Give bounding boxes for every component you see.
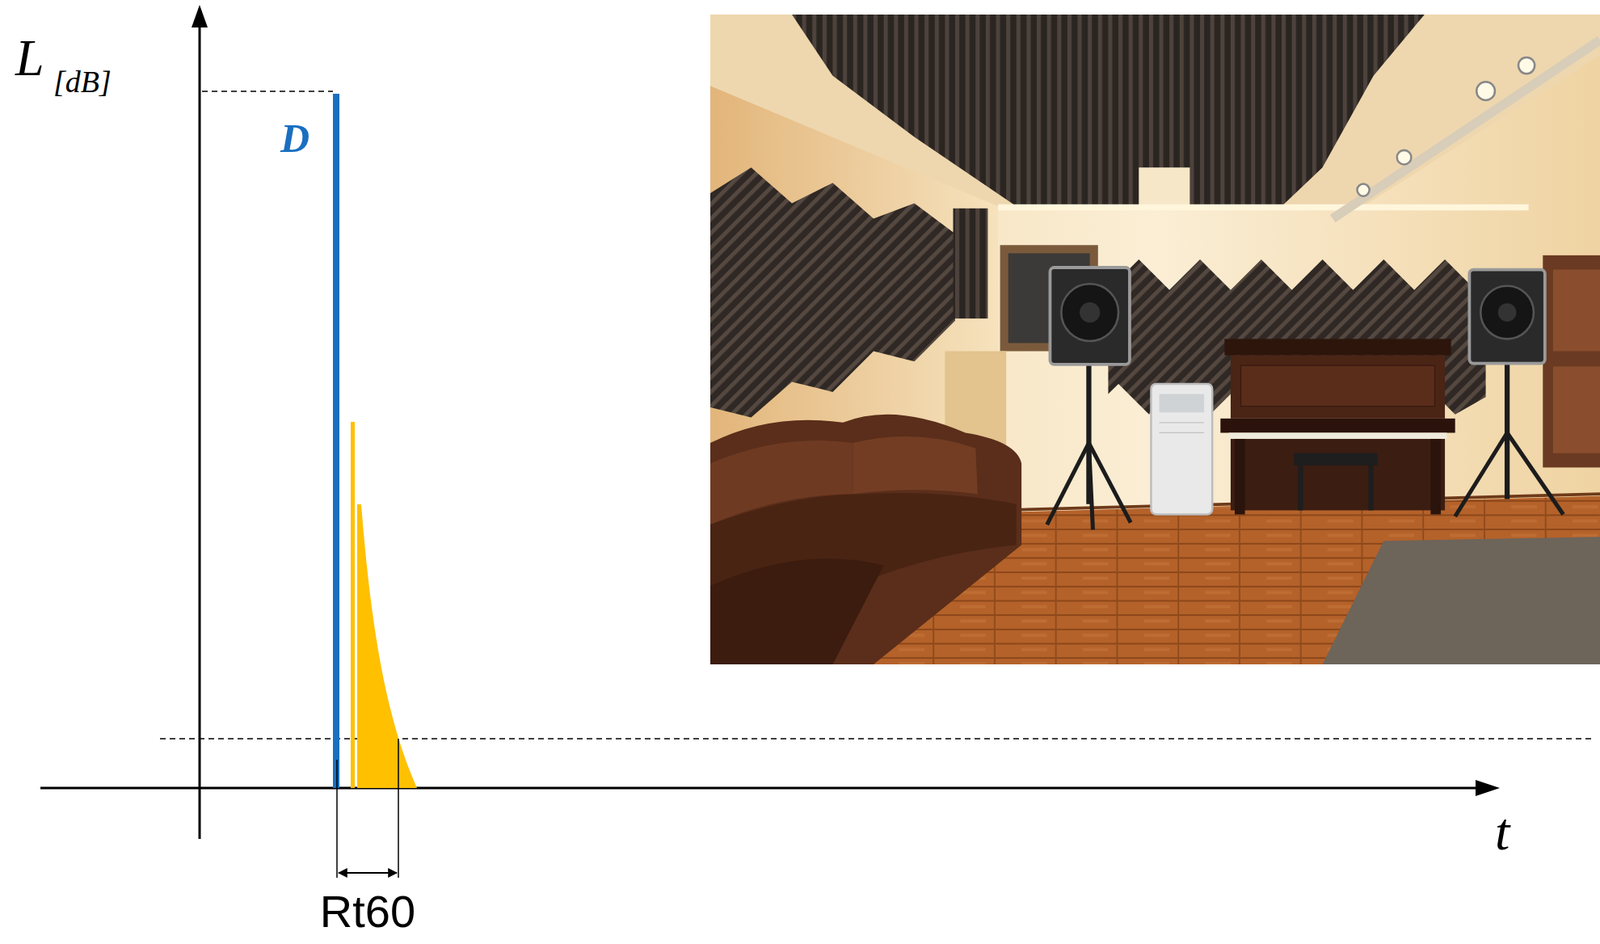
- illustration-part: [1553, 366, 1600, 453]
- studio-photo: [710, 14, 1600, 665]
- illustration-part: [1224, 338, 1451, 355]
- axis-title: L: [15, 32, 45, 85]
- illustration-part: [1518, 57, 1535, 74]
- illustration-part: [1297, 465, 1303, 511]
- rt60-dimension: [338, 871, 397, 874]
- illustration-part: [953, 208, 989, 319]
- illustration-part: [710, 414, 1022, 665]
- illustration-part: [1061, 283, 1119, 342]
- illustration-part: [997, 204, 1529, 211]
- illustration-part: [1228, 432, 1447, 439]
- rug: [1322, 536, 1600, 665]
- illustration-part: [1159, 432, 1205, 434]
- illustration-part: [1504, 361, 1510, 499]
- illustration-part: [1088, 442, 1131, 523]
- illustration-part: [1356, 184, 1369, 197]
- y-axis: [198, 24, 202, 839]
- peak-level-line: [202, 90, 333, 93]
- illustration-part: [1430, 438, 1441, 514]
- illustration-part: [1542, 255, 1600, 468]
- illustration-part: [1150, 383, 1213, 515]
- illustration-part: [710, 14, 1600, 665]
- speaker-left: [1047, 267, 1132, 530]
- axis-unit: [dB]: [53, 66, 112, 97]
- illustration-part: [1088, 442, 1093, 530]
- piano: [1220, 338, 1455, 514]
- illustration-part: [1230, 355, 1445, 419]
- illustration-part: [853, 436, 978, 494]
- reverb-decay: [357, 504, 417, 788]
- speaker-right: [1455, 269, 1564, 517]
- direct-sound-bar: [332, 93, 340, 788]
- illustration-part: [1397, 150, 1412, 165]
- x-axis: [40, 787, 1479, 790]
- illustration-part: [1553, 269, 1600, 352]
- illustration-part: [1368, 465, 1373, 511]
- direct-sound-label: D: [280, 117, 310, 159]
- axis-title: t: [1494, 804, 1510, 859]
- illustration-part: [1234, 438, 1246, 514]
- ceiling-lights: [1332, 40, 1600, 219]
- x-axis-arrow: [1475, 779, 1500, 796]
- illustration-part: [1322, 536, 1600, 665]
- illustration-part: [1079, 302, 1100, 323]
- bracket-line: [397, 738, 400, 878]
- illustration-part: [1498, 303, 1517, 322]
- illustration-part: [1480, 286, 1534, 340]
- illustration-part: [1469, 269, 1545, 364]
- illustration-part: [1455, 432, 1508, 516]
- illustration-part: [710, 167, 956, 417]
- illustration-part: [710, 492, 1017, 665]
- door: [1542, 255, 1600, 468]
- illustration-part: [1241, 365, 1436, 406]
- illustration-part: [1159, 421, 1205, 423]
- illustration-part: [1049, 267, 1129, 365]
- illustration-part: [1220, 418, 1455, 434]
- bracket-line: [336, 759, 338, 878]
- y-axis-arrow: [191, 4, 208, 28]
- illustration-part: [710, 558, 885, 665]
- illustration-part: [1159, 394, 1205, 413]
- illustration-part: [1047, 442, 1090, 525]
- illustration-part: [1230, 438, 1445, 510]
- acoustic-foam: [710, 167, 1487, 417]
- dimension-label: Rt60: [320, 888, 416, 935]
- early-reflection: [350, 421, 355, 788]
- room-shell: [710, 14, 1600, 665]
- illustration-part: [1332, 40, 1600, 219]
- sofa: [710, 414, 1022, 665]
- illustration-part: [1293, 453, 1378, 466]
- air-conditioner: [1150, 383, 1213, 515]
- illustration-part: [1138, 167, 1190, 207]
- illustration-part: [1507, 432, 1563, 514]
- illustration-part: [1476, 81, 1495, 101]
